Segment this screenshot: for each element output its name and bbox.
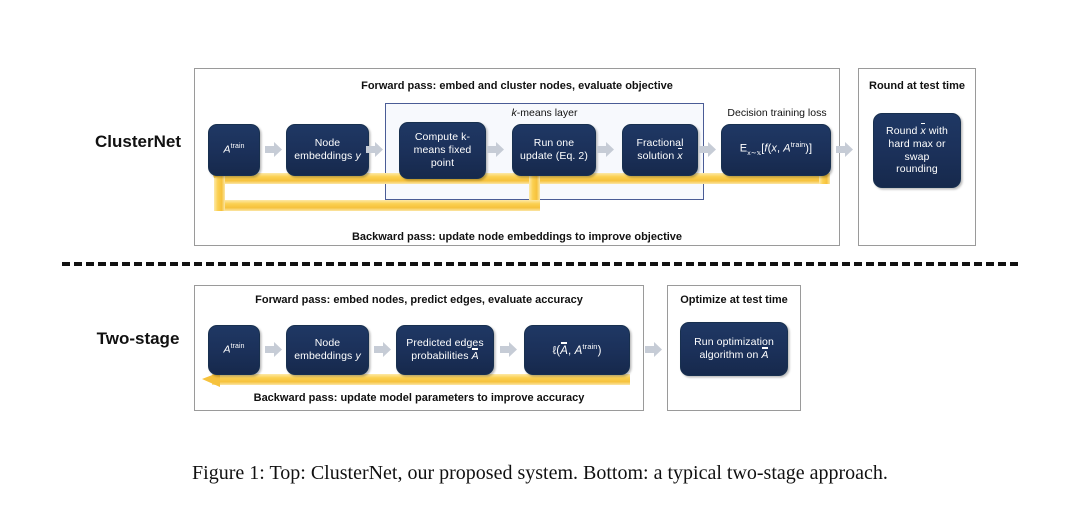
box-two-stage-loss[interactable]: ℓ(A, Atrain) (524, 325, 630, 375)
two-stage-test-panel-title: Optimize at test time (680, 294, 788, 306)
arrow-clusternet-2 (366, 142, 383, 157)
arrow-clusternet-4 (597, 142, 614, 157)
backward-pass-arrow-top-upper (214, 173, 830, 184)
two-stage-forward-label: Forward pass: embed nodes, predict edges… (255, 294, 583, 306)
box-clusternet-decision-loss[interactable]: Ex∼𝕩[f(x, Atrain)] (721, 124, 831, 176)
backward-pass-arrow-bottom (212, 374, 630, 385)
box-text: Atrain (223, 143, 245, 156)
row-label-two-stage: Two-stage (96, 329, 180, 348)
arrow-two-stage-2 (374, 342, 391, 357)
figure-caption: Figure 1: Top: ClusterNet, our proposed … (192, 462, 888, 484)
box-text: ℓ(A, Atrain) (552, 341, 602, 357)
backward-pass-arrow-top-riser (214, 173, 225, 211)
backward-pass-arrowhead-bottom (201, 368, 221, 390)
arrow-two-stage-3 (500, 342, 517, 357)
box-clusternet-input-adjacency[interactable]: Atrain (208, 124, 260, 176)
backward-pass-arrow-top-lower (214, 200, 540, 211)
clusternet-forward-label: Forward pass: embed and cluster nodes, e… (361, 80, 673, 92)
two-stage-backward-label: Backward pass: update model parameters t… (253, 392, 585, 404)
section-divider (62, 262, 1018, 266)
box-text: Ex∼𝕩[f(x, Atrain)] (739, 140, 813, 158)
clusternet-test-panel-title: Round at test time (869, 80, 965, 92)
row-label-clusternet: ClusterNet (95, 132, 181, 151)
arrow-clusternet-1 (265, 142, 282, 157)
arrow-two-stage-1 (265, 342, 282, 357)
clusternet-backward-label: Backward pass: update node embeddings to… (351, 231, 683, 243)
kmeans-layer-label: k-means layer (511, 107, 578, 119)
backward-pass-arrow-top-drop (529, 173, 540, 211)
arrow-two-stage-to-test (645, 342, 662, 357)
box-text: Atrain (223, 343, 245, 356)
arrow-clusternet-5 (699, 142, 716, 157)
arrow-clusternet-3 (487, 142, 504, 157)
box-two-stage-input-adjacency[interactable]: Atrain (208, 325, 260, 375)
backward-pass-arrow-top-right-riser (819, 173, 830, 184)
decision-training-loss-label: Decision training loss (727, 107, 827, 119)
arrow-clusternet-to-test (836, 142, 853, 157)
